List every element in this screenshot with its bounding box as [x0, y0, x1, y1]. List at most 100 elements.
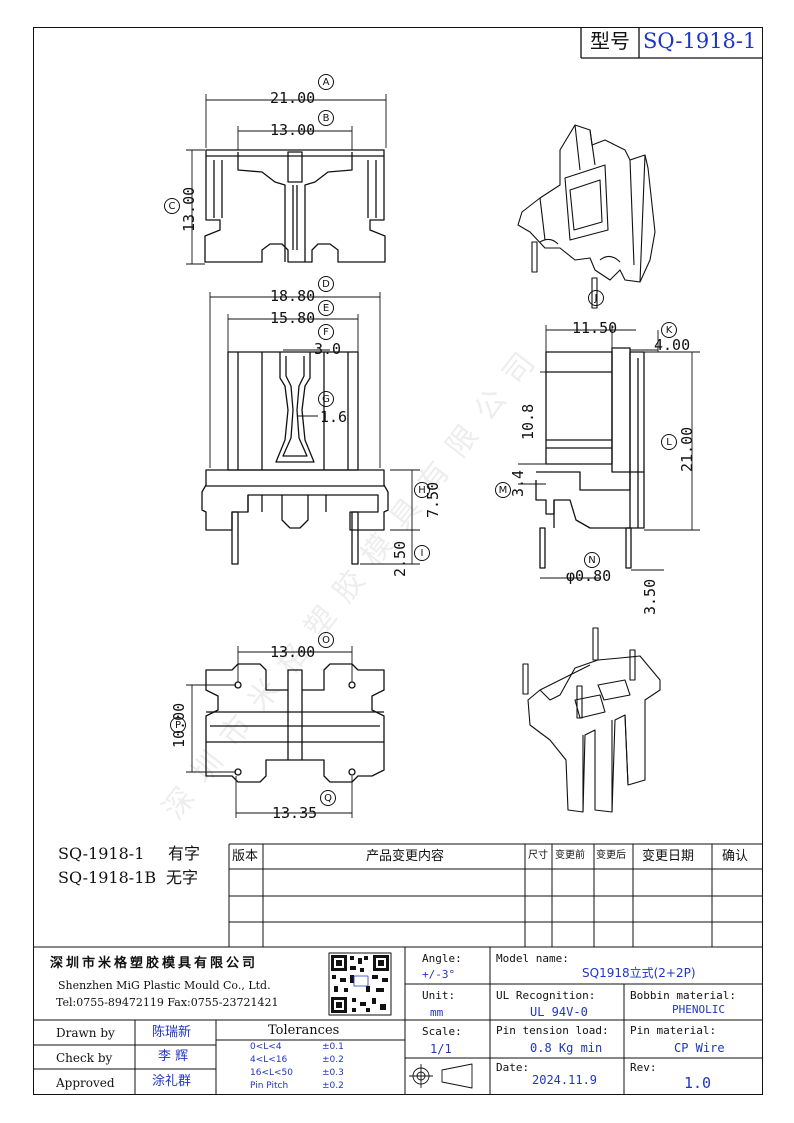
- view-bottom: [205, 663, 385, 783]
- bobbin-value: PHENOLIC: [672, 1003, 725, 1016]
- dims-view3: [518, 325, 700, 579]
- date-value: 2024.11.9: [532, 1073, 598, 1087]
- rev-header-before: 变更前: [555, 850, 585, 861]
- rev-header-date: 变更日期: [642, 849, 695, 864]
- dim-K-value: 4.00: [654, 336, 691, 354]
- dim-Q-value: 13.35: [272, 804, 318, 822]
- rev-header-version: 版本: [232, 849, 259, 864]
- callout-Q: Q: [320, 790, 336, 806]
- view-front-top: [204, 149, 386, 263]
- drawing-border: [33, 27, 763, 1095]
- callout-M: M: [495, 482, 511, 498]
- callout-B: B: [318, 110, 334, 126]
- model-name-value: SQ1918立式(2+2P): [582, 966, 696, 980]
- date-label: Date:: [496, 1061, 530, 1074]
- revision-table-lines: [33, 843, 763, 948]
- dims-view2: [209, 292, 420, 565]
- drawn-by-label: Drawn by: [56, 1026, 115, 1040]
- angle-label: Angle:: [422, 952, 462, 965]
- scale-label: Scale:: [422, 1025, 462, 1038]
- unit-value: mm: [430, 1006, 444, 1019]
- callout-G: G: [318, 391, 334, 407]
- scale-value: 1/1: [430, 1042, 452, 1056]
- tol-range-3: 16<L<50: [250, 1068, 294, 1078]
- company-contact: Tel:0755-89472119 Fax:0755-23721421: [56, 996, 279, 1009]
- rev-label: Rev:: [630, 1061, 657, 1074]
- tol-value-3: ±0.3: [322, 1068, 344, 1078]
- variant-1-code: SQ-1918-1: [58, 844, 145, 863]
- dim-side-3-50: 3.50: [641, 578, 659, 615]
- callout-L: L: [661, 434, 677, 450]
- pin-material-value: CP Wire: [674, 1041, 725, 1055]
- dim-G-value: 1.6: [320, 408, 348, 426]
- ul-value: UL 94V-0: [530, 1005, 588, 1019]
- dim-A-value: 21.00: [270, 89, 316, 107]
- tol-range-1: 0<L<4: [250, 1042, 282, 1052]
- pin-tension-value: 0.8 Kg min: [530, 1041, 603, 1055]
- rev-header-after: 变更后: [596, 850, 626, 861]
- tol-value-2: ±0.2: [322, 1055, 344, 1065]
- rev-header-size: 尺寸: [528, 850, 548, 861]
- pin-material-label: Pin material:: [630, 1024, 717, 1037]
- rev-header-content: 产品变更内容: [366, 849, 445, 864]
- dims-view1: [186, 94, 387, 265]
- callout-H: H: [414, 482, 430, 498]
- dim-C-value: 13.00: [180, 186, 198, 232]
- dim-L-value: 21.00: [678, 426, 696, 472]
- projection-symbol: [409, 1063, 473, 1089]
- qr-code: [328, 952, 392, 1016]
- callout-I: I: [414, 545, 430, 561]
- callout-K: K: [661, 322, 677, 338]
- view-side: [535, 347, 645, 569]
- dim-M-value: 3.4: [509, 469, 527, 497]
- unit-label: Unit:: [422, 989, 456, 1002]
- title-block-lines: [33, 947, 763, 1095]
- drawn-by-value: 陈瑞新: [152, 1025, 192, 1040]
- pin-tension-label: Pin tension load:: [496, 1024, 609, 1037]
- dim-J-value: 11.50: [572, 319, 618, 337]
- approved-value: 涂礼群: [152, 1074, 192, 1089]
- dim-F-value: 3.0: [314, 340, 342, 358]
- callout-F: F: [318, 324, 334, 340]
- bobbin-label: Bobbin material:: [630, 989, 736, 1002]
- rev-value: 1.0: [684, 1074, 712, 1092]
- callout-A: A: [318, 74, 334, 90]
- check-by-label: Check by: [56, 1051, 113, 1065]
- variant-2-code: SQ-1918-1B: [58, 868, 157, 887]
- callout-N: N: [584, 552, 600, 568]
- model-code: SQ-1918-1: [643, 29, 757, 53]
- dim-E-value: 15.80: [270, 309, 316, 327]
- rev-header-confirm: 确认: [722, 849, 749, 864]
- variant-1-desc: 有字: [168, 844, 201, 863]
- company-name-en: Shenzhen MiG Plastic Mould Co., Ltd.: [58, 979, 271, 992]
- angle-value: +/-3°: [422, 968, 456, 981]
- tol-value-1: ±0.1: [322, 1042, 344, 1052]
- dim-B-value: 13.00: [270, 121, 316, 139]
- callout-E: E: [318, 300, 334, 316]
- tol-value-4: ±0.2: [322, 1081, 344, 1091]
- iso-view-bottom: [522, 627, 661, 813]
- dim-N-value: φ0.80: [566, 567, 612, 585]
- callout-D: D: [318, 276, 334, 292]
- check-by-value: 李 辉: [158, 1049, 189, 1064]
- variant-2-desc: 无字: [166, 868, 199, 887]
- dim-D-value: 18.80: [270, 287, 316, 305]
- approved-label: Approved: [56, 1076, 115, 1090]
- model-name-label: Model name:: [496, 952, 569, 965]
- company-name-cn: 深圳市米格塑胶模具有限公司: [50, 956, 259, 971]
- tol-range-4: Pin Pitch: [250, 1081, 289, 1091]
- callout-C: C: [164, 198, 180, 214]
- iso-view-top: [517, 124, 656, 309]
- ul-label: UL Recognition:: [496, 989, 596, 1002]
- callout-J: J: [588, 290, 604, 306]
- view-front-middle: [201, 351, 389, 565]
- dim-side-10-8: 10.8: [519, 403, 537, 440]
- tolerances-title: Tolerances: [268, 1023, 340, 1038]
- model-label: 型号: [590, 29, 630, 53]
- callout-O: O: [318, 632, 334, 648]
- tol-range-2: 4<L<16: [250, 1055, 288, 1065]
- callout-P: P: [170, 717, 186, 733]
- dim-I-value: 2.50: [391, 540, 409, 577]
